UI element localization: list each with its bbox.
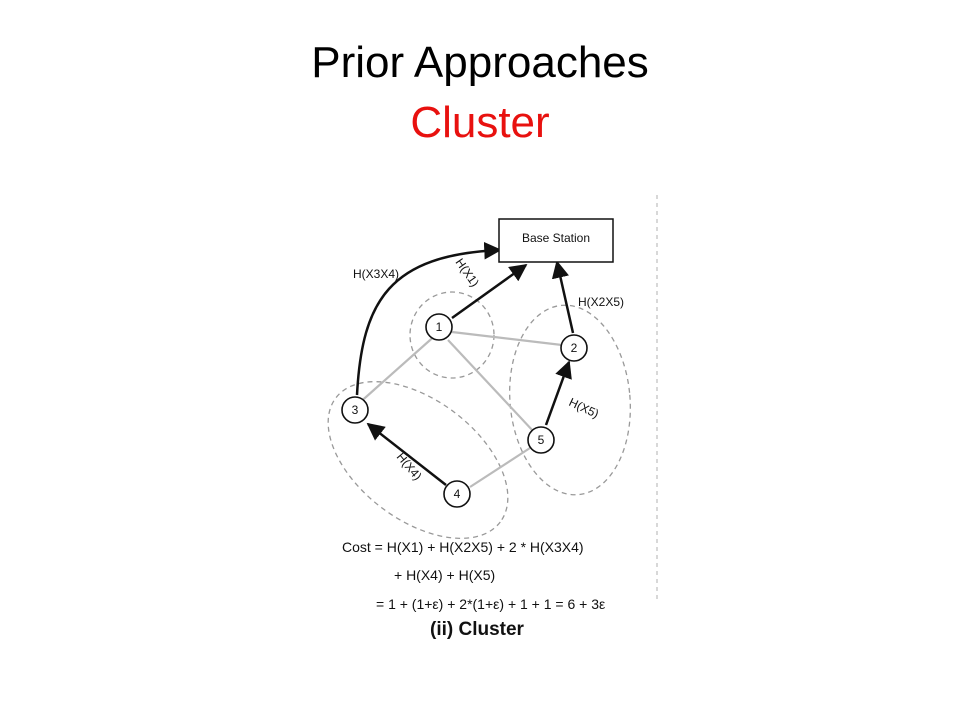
node-4: 4 xyxy=(443,480,471,508)
cost-line-3: = 1 + (1+ε) + 2*(1+ε) + 1 + 1 = 6 + 3ε xyxy=(376,596,605,612)
slide-title: Prior Approaches xyxy=(311,38,649,87)
edge-label-n4-n3: H(X4) xyxy=(394,450,425,483)
cost-line-2: + H(X4) + H(X5) xyxy=(394,567,495,583)
node-3: 3 xyxy=(341,396,369,424)
node-4-label: 4 xyxy=(454,487,461,501)
edge-label-n1-base: H(X1) xyxy=(453,256,482,290)
cost-line-1: Cost = H(X1) + H(X2X5) + 2 * H(X3X4) xyxy=(342,539,584,555)
arrow-n1-to-base xyxy=(451,263,528,320)
edge-label-n5-n2: H(X5) xyxy=(567,395,601,421)
cluster-ellipse-node1 xyxy=(409,291,495,379)
base-station-label: Base Station xyxy=(522,231,590,245)
cluster-ellipse-nodes-3-4 xyxy=(327,381,509,539)
edge-label-n2-base: H(X2X5) xyxy=(578,295,624,309)
node-1: 1 xyxy=(425,313,453,341)
node-3-label: 3 xyxy=(352,403,359,417)
arrow-n2-to-base xyxy=(551,260,575,334)
arrow-n4-to-n3 xyxy=(366,422,447,486)
arrow-n5-to-n2 xyxy=(544,360,572,426)
node-2-label: 2 xyxy=(571,341,578,355)
slide-subtitle: Cluster xyxy=(410,98,550,147)
base-station-box xyxy=(498,218,614,263)
node-5-label: 5 xyxy=(538,433,545,447)
figure-caption: (ii) Cluster xyxy=(430,619,524,640)
node-5: 5 xyxy=(527,426,555,454)
node-2: 2 xyxy=(560,334,588,362)
edge-label-n3-base: H(X3X4) xyxy=(353,267,399,281)
node-1-label: 1 xyxy=(436,320,443,334)
arrow-n3-to-base xyxy=(355,241,502,396)
connectivity-links xyxy=(356,330,563,488)
